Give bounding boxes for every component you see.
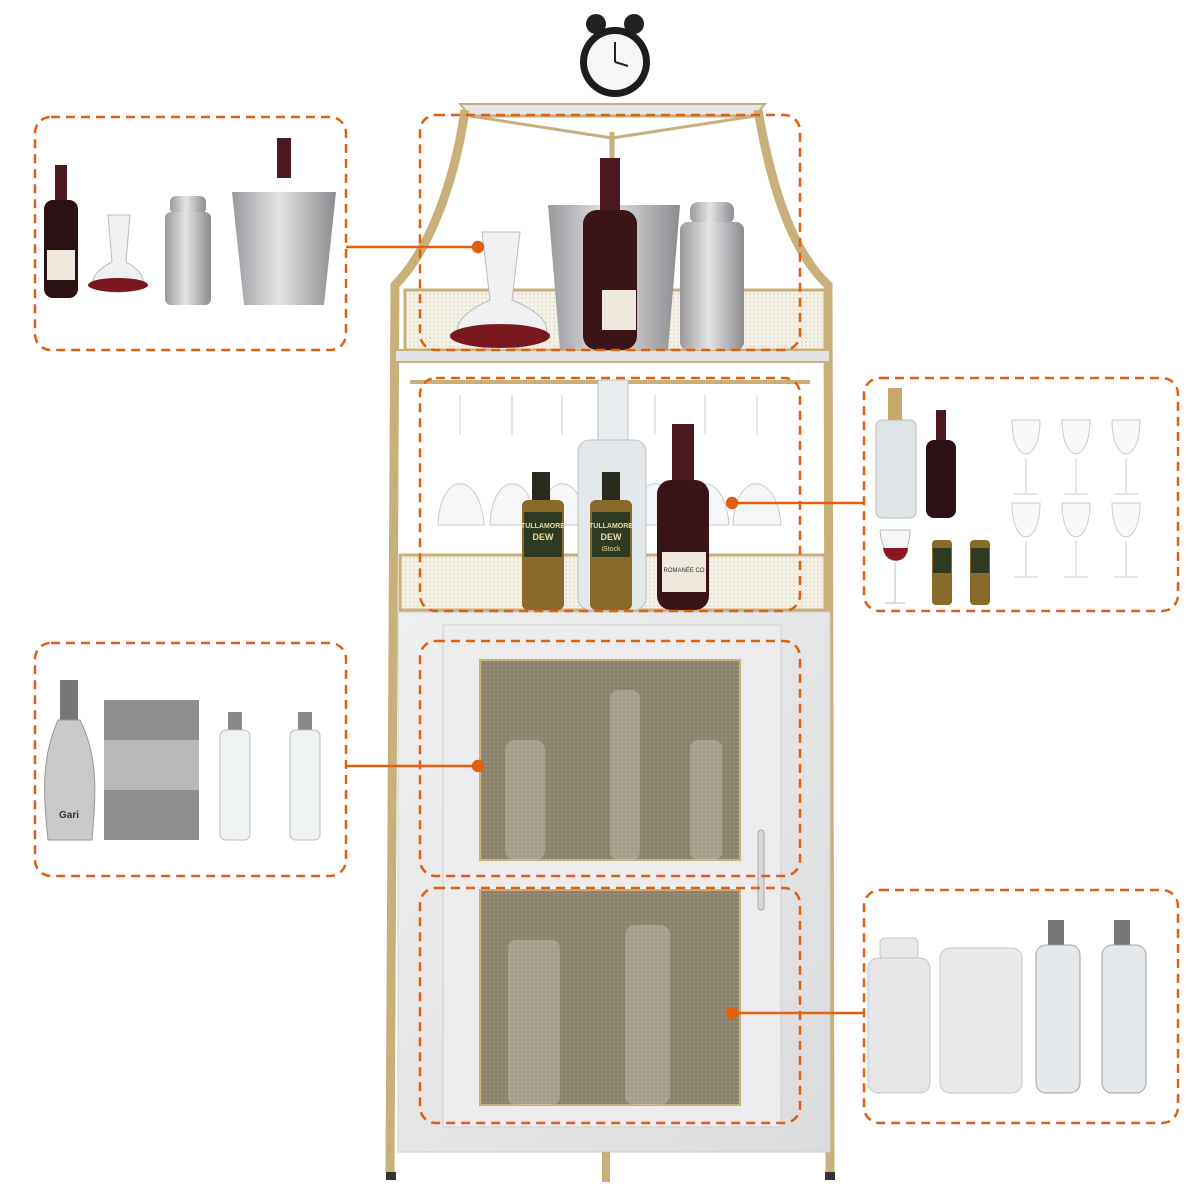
whiskey-label: TULLAMORE — [521, 523, 565, 530]
callout-box-top-shelf — [33, 115, 348, 352]
zone-upper-cabinet — [418, 639, 802, 878]
whiskey-label: TULLAMORE — [589, 523, 633, 530]
wine-label: ROMANÉE CO — [663, 567, 704, 574]
callout-glass-rack-items — [875, 388, 1141, 605]
callout-frames — [33, 113, 1180, 1125]
whiskey-label-2: DEW — [533, 532, 555, 542]
door-handle[interactable] — [757, 829, 765, 911]
callout-top-shelf-items — [44, 138, 336, 305]
callout-box-lower-cabinet — [862, 888, 1180, 1125]
sparkling-label: Gari — [59, 810, 79, 821]
callout-box-upper-cabinet — [33, 641, 348, 878]
door-mesh-lower — [479, 889, 741, 1106]
cabinet: TULLAMORE DEW TULLAMORE DEW iStock ROMAN… — [385, 14, 835, 1182]
door-mesh-upper — [479, 659, 741, 861]
whiskey-bottle: TULLAMORE DEW iStock — [589, 472, 633, 610]
zone-glass-rack — [418, 376, 802, 613]
callout-lower-cabinet-items — [867, 920, 1147, 1094]
decanter — [450, 231, 550, 351]
callout-box-glass-rack — [862, 376, 1180, 613]
wine-bottle — [583, 158, 637, 350]
zone-lower-cabinet — [418, 886, 802, 1125]
whiskey-label-2: DEW — [601, 532, 623, 542]
zone-top-shelf — [418, 113, 802, 352]
callout-connectors — [346, 240, 864, 1020]
whiskey-bottle: TULLAMORE DEW — [521, 472, 565, 610]
cocktail-shaker — [680, 202, 744, 350]
wine-bottle: ROMANÉE CO — [657, 424, 709, 610]
alarm-clock — [580, 14, 650, 97]
callout-upper-cabinet-items: Gari — [44, 680, 321, 841]
watermark-text: iStock — [601, 546, 621, 553]
